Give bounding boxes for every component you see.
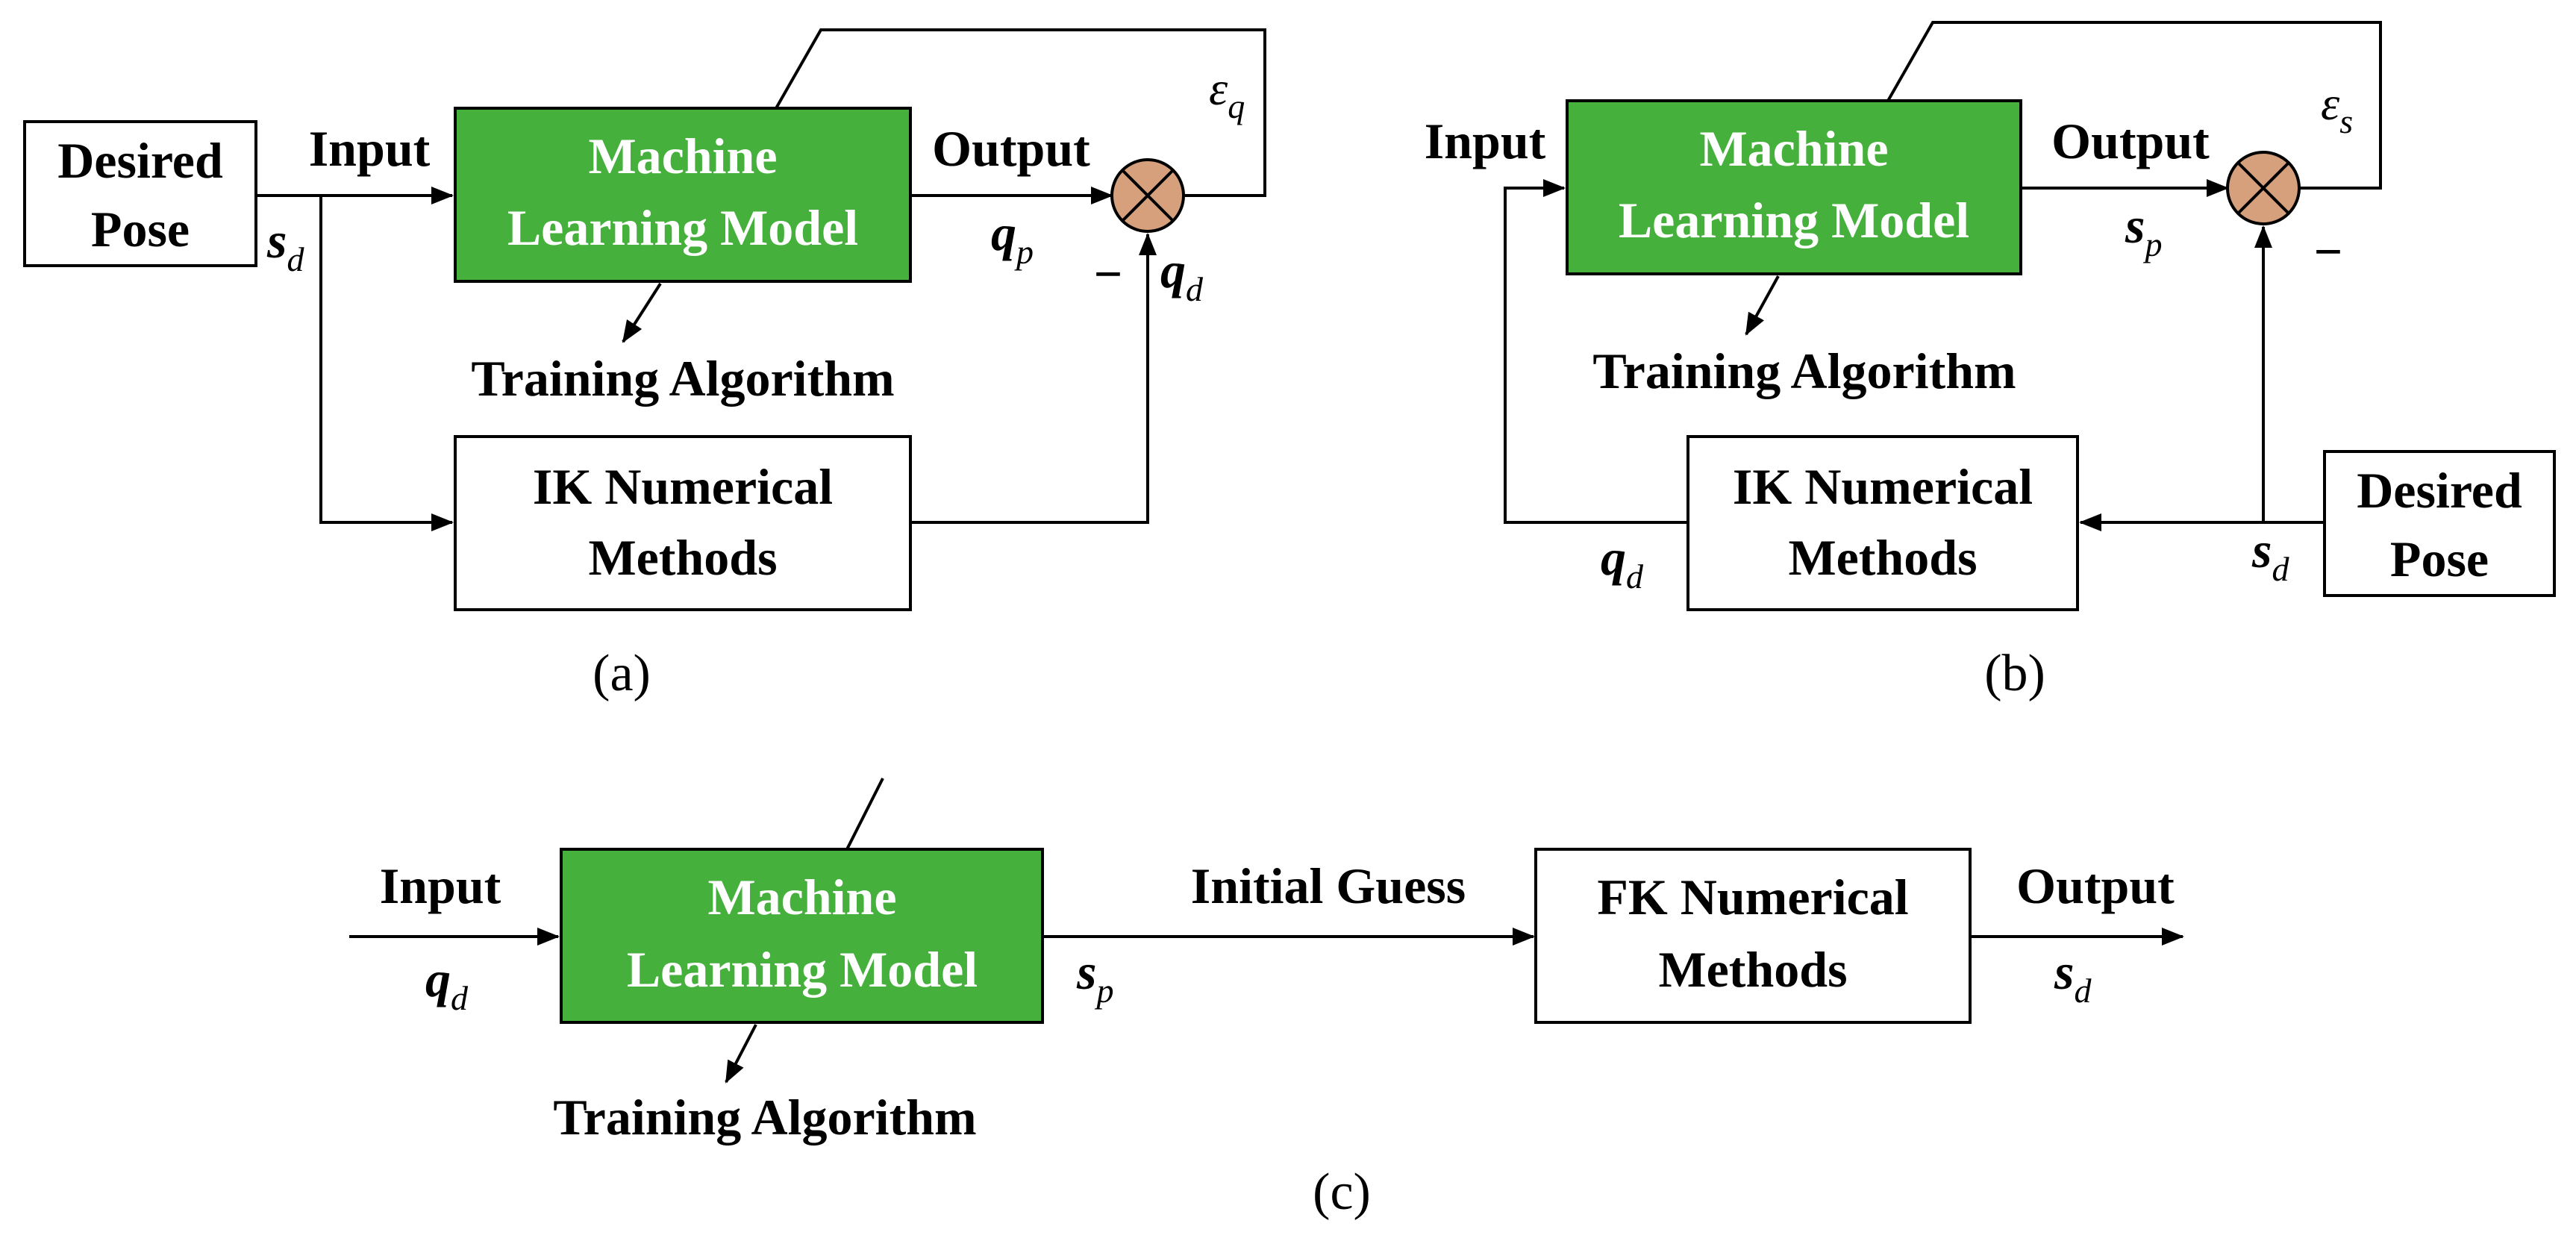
branch-to-ik-a [319,196,454,531]
epsilon-s-symbol-b: εs [2321,77,2353,140]
epsilon-q-symbol-a: εq [1209,62,1245,125]
output-label-c: Output [2016,857,2175,914]
desired-pose-line2-b: Pose [2390,531,2489,587]
q-p-symbol-a: qp [991,204,1034,271]
desired-pose-line2-a: Pose [91,201,190,257]
ik-box-line1-b: IK Numerical [1733,458,2033,515]
q-d-symbol-a: qd [1160,242,1204,308]
ml-model-line1-b: Machine [1699,120,1888,177]
input-label-c: Input [380,857,501,914]
s-d-symbol-b: sd [2251,522,2289,588]
input-label-a: Input [309,120,431,177]
caption-b: (b) [1984,645,2045,702]
training-arrow-c [725,1024,757,1084]
training-label-c: Training Algorithm [553,1089,976,1146]
output-label-a: Output [932,120,1090,177]
ml-model-line1-c: Machine [707,869,896,925]
panel-a: Desired Pose Input sd Machine Learning M… [23,28,1266,702]
s-d-symbol-a: sd [266,212,304,278]
training-stub-line-c [845,778,884,850]
s-p-symbol-c: sp [1076,943,1113,1010]
caption-c: (c) [1313,1163,1371,1221]
summing-cross-2-b [2236,161,2290,215]
training-label-b: Training Algorithm [1592,343,2016,399]
ik-box-line1-a: IK Numerical [533,458,833,515]
minus-sign-a: − [1094,246,1123,302]
panel-c: Input qd Machine Learning Model Training… [349,778,2184,1221]
training-arrow-b [1745,275,1780,336]
ik-box-line2-a: Methods [588,529,777,586]
ik-to-summer-arrow-a [910,233,1157,524]
ml-model-box-b [1566,99,2022,275]
output-label-b: Output [2051,113,2210,169]
q-d-symbol-b: qd [1601,529,1644,596]
desired-pose-line1-b: Desired [2357,462,2522,519]
q-d-symbol-c: qd [425,951,469,1017]
ml-model-box-a [454,107,912,283]
ml-model-line2-b: Learning Model [1619,192,1969,249]
summing-cross-2-a [1121,169,1175,222]
desired-pose-box-a [23,120,257,267]
initial-guess-label-c: Initial Guess [1191,857,1466,914]
ik-box-line2-b: Methods [1788,529,1977,586]
desired-pose-line1-a: Desired [57,132,223,189]
training-label-a: Training Algorithm [471,350,894,407]
fk-box-line1-c: FK Numerical [1597,869,1908,925]
ik-to-ml-arrow-b [1504,179,1688,524]
training-arrow-a [622,282,662,343]
s-p-symbol-b: sp [2125,197,2162,263]
caption-a: (a) [593,645,651,702]
panel-b: Machine Learning Model Input Output sp ε… [1425,21,2556,702]
ml-model-line1-a: Machine [588,128,777,184]
minus-sign-b: − [2314,223,2343,280]
fk-box-line2-c: Methods [1658,941,1847,998]
ml-model-line2-c: Learning Model [627,941,978,998]
fk-box-c [1534,848,1972,1024]
ml-model-line2-a: Learning Model [507,199,858,256]
error-feedback-line-b [1886,21,2382,190]
input-label-b: Input [1425,113,1546,169]
error-feedback-line-a [775,28,1266,197]
s-d-symbol-c: sd [2054,943,2092,1010]
